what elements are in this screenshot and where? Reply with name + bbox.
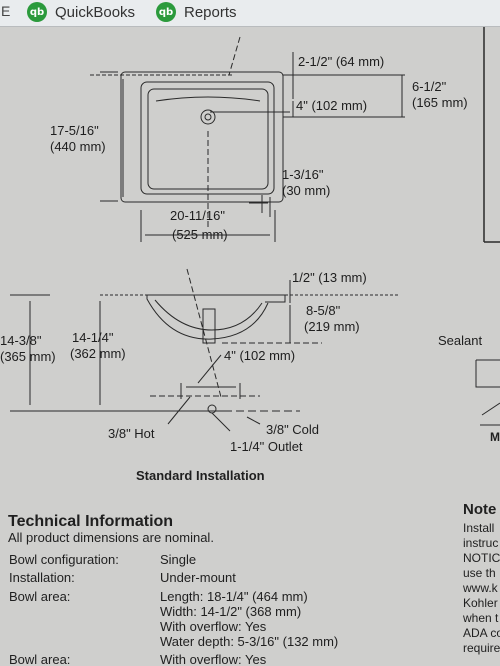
dim-14-1-4-mm: (362 mm) <box>70 346 126 361</box>
bookmarks-bar: E qb QuickBooks qb Reports <box>0 0 500 27</box>
dim-8-5-8-mm: (219 mm) <box>304 319 360 334</box>
dim-4-top: 4" (102 mm) <box>296 98 368 113</box>
sink-top-outline <box>120 71 284 203</box>
label-hot-supply: 3/8" Hot <box>108 426 155 441</box>
dim-4-side: 4" (102 mm) <box>224 348 296 363</box>
dim-14-3-8-mm: (365 mm) <box>0 349 56 364</box>
quickbooks-icon: qb <box>27 2 47 22</box>
dim-1-3-16-inches: 1-3/16" <box>282 167 324 182</box>
dim-6-1-2-inches: 6-1/2" <box>412 79 447 94</box>
quickbooks-reports-icon: qb <box>156 2 176 22</box>
section-title: Standard Installation <box>136 468 265 483</box>
spec-label: Bowl area: <box>9 652 71 666</box>
notes-line: instruc <box>463 536 499 550</box>
spec-value: Length: 18-1/4" (464 mm) <box>160 589 308 604</box>
detail-letter: M <box>490 430 500 444</box>
sealant-label: Sealant <box>438 333 483 348</box>
bookmark-reports[interactable]: qb Reports <box>156 1 237 23</box>
spec-value: With overflow: Yes <box>160 652 267 666</box>
spec-value: With overflow: Yes <box>160 619 267 634</box>
bookmark-reports-label: Reports <box>184 3 237 21</box>
dim-20-11-16-mm: (525 mm) <box>172 227 228 242</box>
notes-line: NOTIC <box>463 551 500 565</box>
spec-label: Bowl area: <box>9 589 71 604</box>
dim-17-5-16-inches: 17-5/16" <box>50 123 99 138</box>
dim-17-5-16-mm: (440 mm) <box>50 139 106 154</box>
dim-14-1-4-inches: 14-1/4" <box>72 330 114 345</box>
bookmarks-edge-text: E <box>1 3 11 19</box>
label-cold-supply: 3/8" Cold <box>266 422 320 437</box>
notes-line: www.k <box>463 581 498 595</box>
spec-value: Under-mount <box>160 570 236 585</box>
dim-14-3-8-inches: 14-3/8" <box>0 333 42 348</box>
spec-sheet-document: 2-1/2" (64 mm) 6-1/2" (165 mm) 4" (102 m… <box>0 27 500 666</box>
dim-6-1-2-mm: (165 mm) <box>412 95 468 110</box>
spec-label: Installation: <box>9 570 75 585</box>
spec-label: Bowl configuration: <box>9 552 119 567</box>
dim-8-5-8-inches: 8-5/8" <box>306 303 341 318</box>
notes-line: Install <box>463 521 495 535</box>
bookmark-quickbooks[interactable]: qb QuickBooks <box>27 1 135 23</box>
sink-drawing <box>10 27 500 432</box>
technical-info-heading: Technical Information <box>8 513 174 530</box>
dim-20-11-16-inches: 20-11/16" <box>170 208 225 223</box>
drain-icon <box>200 109 216 125</box>
technical-info-note: All product dimensions are nominal. <box>8 530 214 545</box>
spec-value: Single <box>160 552 197 567</box>
dim-2-1-2: 2-1/2" (64 mm) <box>298 54 385 69</box>
dim-1-3-16-mm: (30 mm) <box>282 183 331 198</box>
notes-line: require <box>463 641 500 655</box>
notes-line: use th <box>463 566 496 580</box>
dim-1-2: 1/2" (13 mm) <box>292 270 367 285</box>
notes-line: when t <box>463 611 499 625</box>
bookmark-quickbooks-label: QuickBooks <box>55 3 136 21</box>
spec-value: Water depth: 5-3/16" (132 mm) <box>160 634 339 649</box>
notes-heading: Note <box>463 501 497 518</box>
notes-line: Kohler <box>463 596 498 610</box>
label-outlet: 1-1/4" Outlet <box>230 439 303 454</box>
notes-line: ADA co <box>463 626 500 640</box>
spec-value: Width: 14-1/2" (368 mm) <box>160 604 302 619</box>
